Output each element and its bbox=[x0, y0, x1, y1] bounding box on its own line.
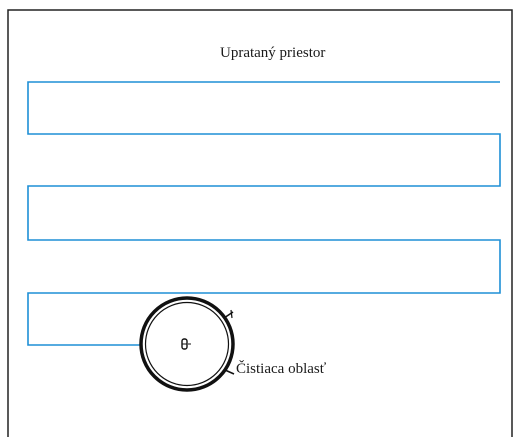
robot-vacuum-icon bbox=[139, 296, 235, 392]
room-frame bbox=[7, 9, 513, 437]
diagram-title: Uprataný priestor bbox=[220, 45, 326, 61]
cleaning-area-label: Čistiaca oblasť bbox=[236, 361, 327, 377]
cleaning-path bbox=[27, 81, 501, 346]
wheel-icon bbox=[181, 338, 191, 350]
